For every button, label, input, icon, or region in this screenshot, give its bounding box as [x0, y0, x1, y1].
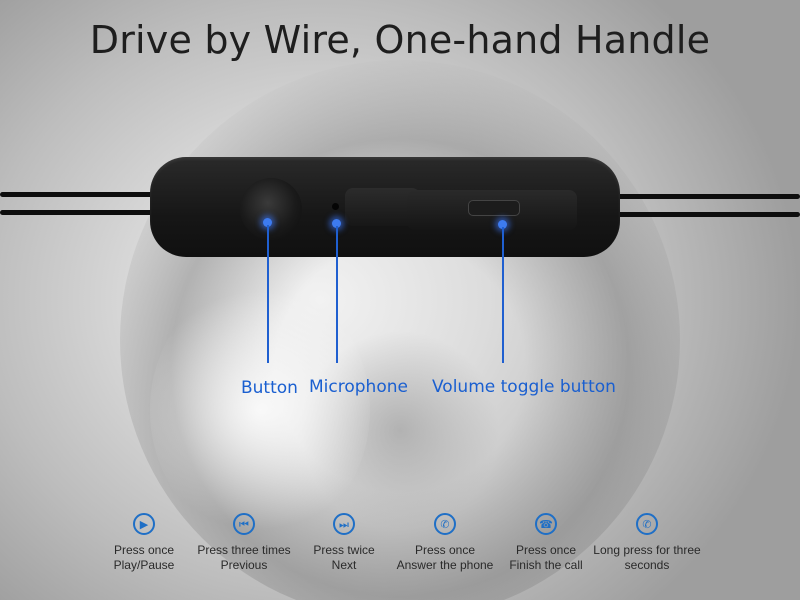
microphone-hole [332, 203, 339, 210]
volume-slot [468, 200, 520, 216]
page-title: Drive by Wire, One-hand Handle [89, 18, 711, 62]
microphone-callout-dot [332, 219, 341, 228]
phone-longpress-icon: ✆ [636, 513, 658, 535]
control-finish-call: ☎ Press once Finish the call [486, 513, 606, 573]
cable-right-top [610, 194, 800, 199]
control-previous: ⏮ Press three times Previous [184, 513, 304, 573]
phone-hangup-icon: ☎ [535, 513, 557, 535]
volume-toggle-label: Volume toggle button [432, 377, 616, 397]
button-callout-dot [263, 218, 272, 227]
control-action: Press once [414, 543, 476, 557]
button-label: Button [241, 378, 298, 398]
control-function: Previous [220, 558, 268, 572]
control-function: Next [331, 558, 357, 572]
button-callout-line [267, 225, 269, 363]
play-icon: ▶ [133, 513, 155, 535]
control-action: Press twice [313, 543, 375, 557]
control-next: ⏭ Press twice Next [284, 513, 404, 573]
volume-callout-line [502, 227, 504, 363]
control-action: Long press for three [593, 543, 701, 557]
control-function: Answer the phone [396, 558, 494, 572]
earbud-highlight [150, 280, 370, 540]
cable-left-top [0, 192, 160, 197]
control-play-pause: ▶ Press once Play/Pause [84, 513, 204, 573]
controls-legend: ▶ Press once Play/Pause ⏮ Press three ti… [0, 513, 800, 600]
control-action: Press once [113, 543, 175, 557]
control-long-press: ✆ Long press for three seconds [587, 513, 707, 573]
previous-icon: ⏮ [233, 513, 255, 535]
control-function: Play/Pause [113, 558, 175, 572]
control-answer-phone: ✆ Press once Answer the phone [385, 513, 505, 573]
volume-callout-dot [498, 220, 507, 229]
microphone-callout-line [336, 226, 338, 363]
control-action: Press once [515, 543, 577, 557]
phone-answer-icon: ✆ [434, 513, 456, 535]
cable-right-bottom [610, 212, 800, 217]
control-function: Finish the call [509, 558, 583, 572]
remote-main-button [240, 178, 302, 240]
next-icon: ⏭ [333, 513, 355, 535]
microphone-label: Microphone [309, 377, 408, 397]
control-function: seconds [624, 558, 670, 572]
cable-left-bottom [0, 210, 160, 215]
control-action: Press three times [197, 543, 291, 557]
